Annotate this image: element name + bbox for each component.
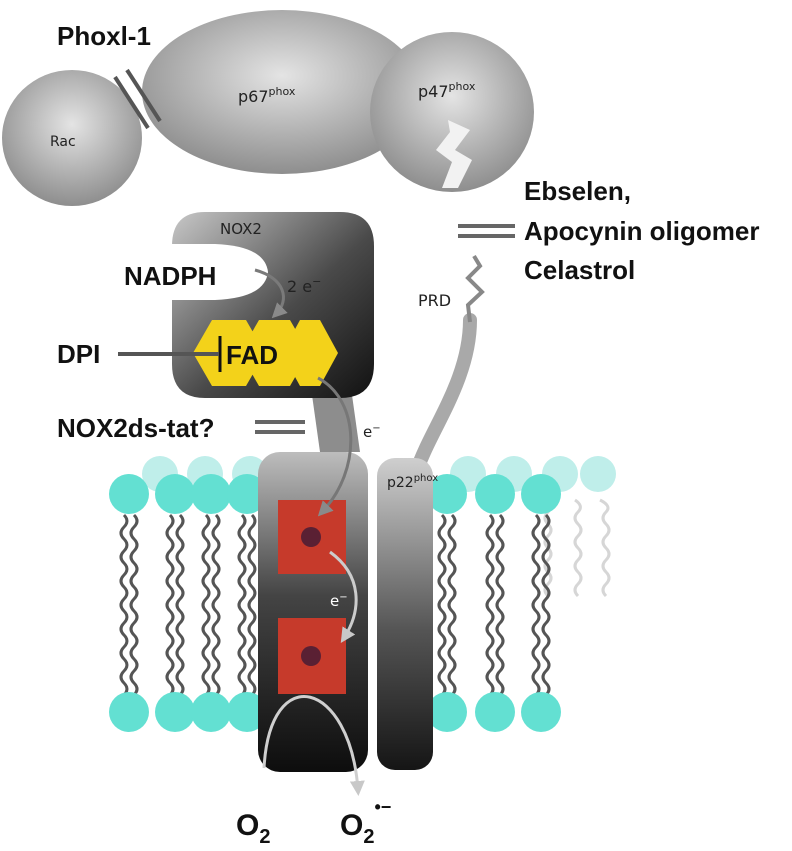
- prd-label: PRD: [418, 291, 451, 310]
- rac-label: Rac: [50, 134, 76, 150]
- lipid-head-upper: [155, 474, 195, 514]
- lipid-tail: [541, 513, 551, 697]
- lipid-tail: [447, 513, 457, 697]
- fad-ring: [193, 320, 265, 386]
- nadph-label: NADPH: [124, 261, 216, 291]
- lipid-tail: [485, 513, 495, 697]
- inhibitor-ebselen: Ebselen,: [524, 176, 631, 206]
- lipid-head-upper: [427, 474, 467, 514]
- p22phox-transmembrane: p22phox: [377, 458, 438, 770]
- lipid-head-upper: [109, 474, 149, 514]
- p47phox-label: p47phox: [418, 80, 476, 101]
- lipid-tail: [599, 498, 611, 598]
- lipid-head-upper: [227, 474, 267, 514]
- lipid-tail: [573, 498, 583, 598]
- p47phox-binding-cleft: [436, 120, 472, 188]
- heme-lower-iron: [301, 646, 321, 666]
- inhibitor-celastrol: Celastrol: [524, 255, 635, 285]
- electron-arrow-heme-heme: [329, 550, 358, 644]
- lipid-head-lower: [475, 692, 515, 732]
- phoxi-label: Phoxl-1: [57, 21, 151, 51]
- p22phox-prd-tail: PRD: [410, 254, 485, 477]
- prd-zigzag: [465, 254, 485, 323]
- phoxi-inhibition-bar: [125, 68, 162, 123]
- nox2-label: NOX2: [220, 220, 262, 238]
- dpi-label: DPI: [57, 339, 100, 369]
- lipid-tail: [247, 513, 257, 697]
- lipid-tail: [119, 513, 129, 697]
- inhibitor-apocynin: Apocynin oligomer: [524, 216, 759, 246]
- inhibitor-list: Ebselen, Apocynin oligomer Celastrol: [458, 176, 759, 285]
- lipid-tail: [495, 513, 505, 697]
- superoxide-label: O2•−: [340, 797, 391, 848]
- lipid-head-back: [580, 456, 616, 492]
- nox2-stalk: [312, 395, 360, 452]
- p67phox-blob: [142, 10, 422, 174]
- lipid-head-lower: [155, 692, 195, 732]
- lipid-bilayer: [109, 456, 616, 732]
- p22phox-label: p22phox: [387, 473, 438, 491]
- p67phox-label: p67phox: [238, 85, 296, 106]
- nadph-binding-notch: [172, 244, 268, 300]
- fad-label: FAD: [226, 340, 278, 370]
- lipid-head-lower: [427, 692, 467, 732]
- cytosolic-subunits: [2, 10, 534, 206]
- lipid-head-upper: [521, 474, 561, 514]
- p47phox-blob: [370, 32, 534, 192]
- nox2ds-tat-label: NOX2ds-tat?: [57, 413, 214, 443]
- lipid-tail: [531, 513, 541, 697]
- lipid-head-upper: [191, 474, 231, 514]
- lipid-head-upper: [475, 474, 515, 514]
- lipid-tail: [237, 513, 247, 697]
- fad-cofactor: [193, 320, 338, 386]
- electron-label-lower: e−: [330, 592, 348, 610]
- heme-upper-iron: [301, 527, 321, 547]
- rac-blob: [2, 70, 142, 206]
- electron-arrow-fad-heme: [317, 376, 353, 517]
- lipid-tail: [165, 513, 175, 697]
- lipid-tail: [175, 513, 185, 697]
- p22phox-body: [377, 458, 433, 770]
- fad-ring: [282, 320, 338, 386]
- p22phox-tail: [410, 313, 477, 477]
- nox2-transmembrane-domain: e−: [258, 376, 368, 796]
- lipid-head-lower: [191, 692, 231, 732]
- two-electrons-label: 2 e−: [287, 275, 321, 296]
- lipid-tail: [129, 513, 139, 697]
- o2-label: O2: [236, 809, 270, 848]
- electron-flow-arrow: [254, 268, 288, 319]
- lipid-head-lower: [227, 692, 267, 732]
- oxygen-reduction-path: [262, 695, 365, 796]
- lipid-tail: [437, 513, 447, 697]
- lipid-tail: [211, 513, 221, 697]
- lipid-head-lower: [521, 692, 561, 732]
- lipid-head-lower: [109, 692, 149, 732]
- lipid-tail: [201, 513, 211, 697]
- phoxi-inhibition-bar: [113, 75, 150, 130]
- electron-label-upper: e−: [363, 423, 381, 441]
- nox2-dehydrogenase-domain: NOX2 2 e− FAD: [172, 212, 374, 452]
